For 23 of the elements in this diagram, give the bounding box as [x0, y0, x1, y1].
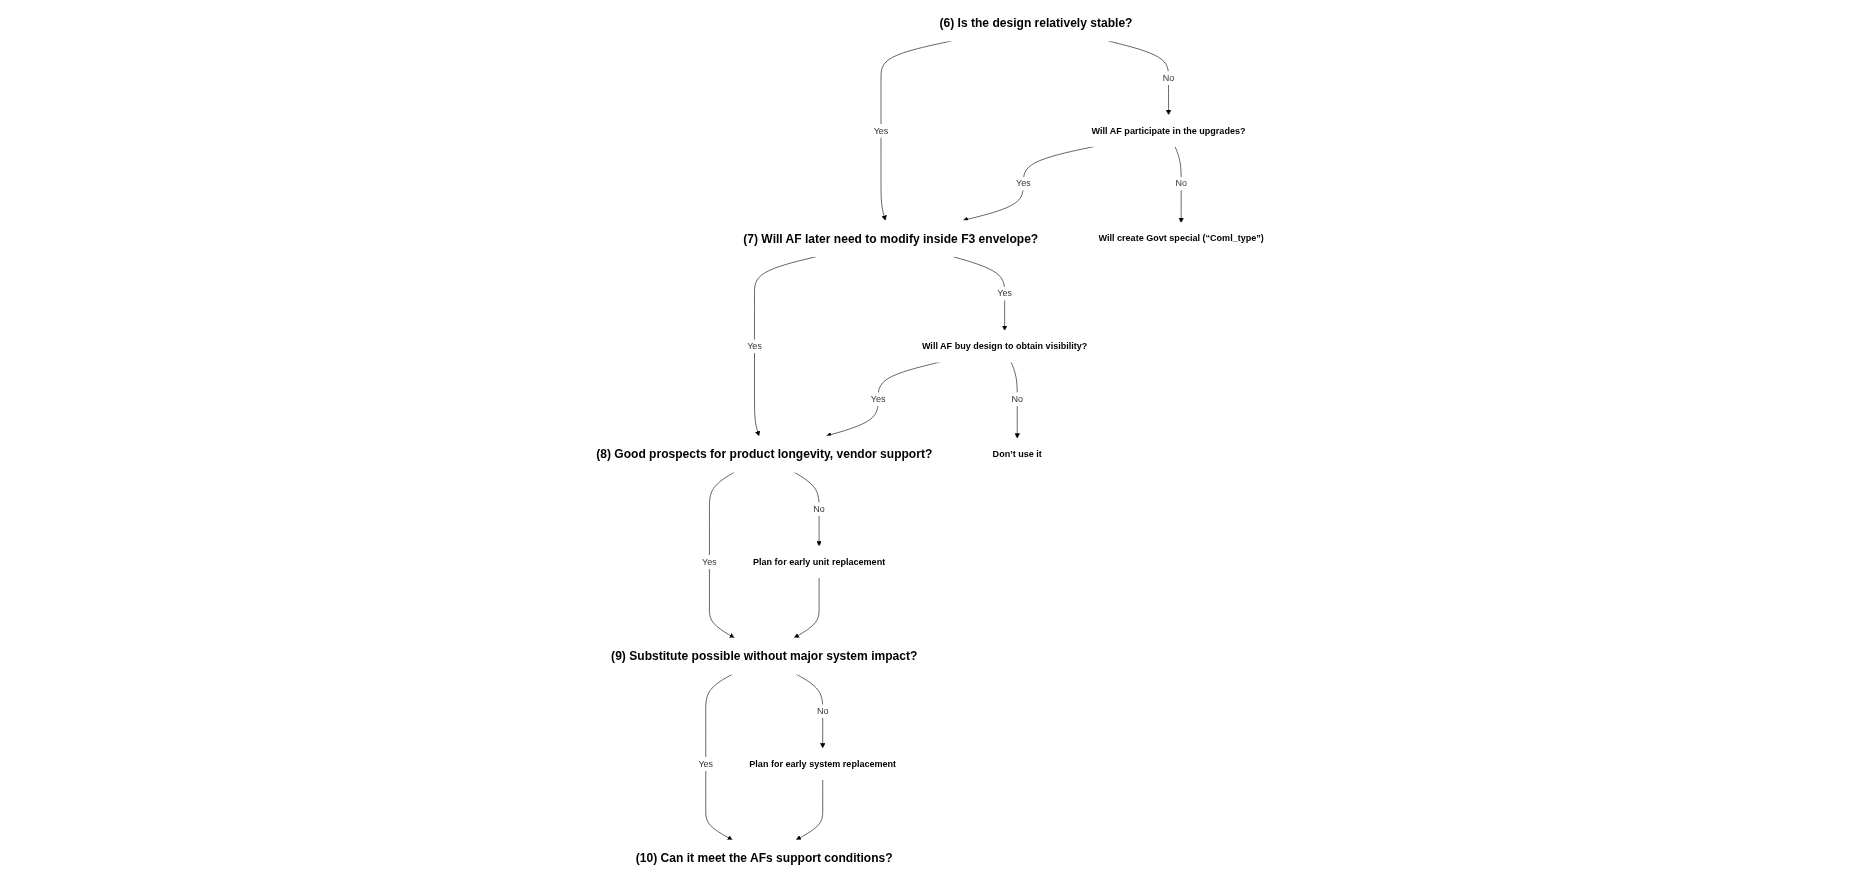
edge-label: Yes	[702, 556, 717, 567]
edge-label: No	[1162, 72, 1175, 83]
edge-label: Yes	[870, 393, 886, 404]
node-text: (7) Will AF later need to modify inside F3 envelope?	[743, 231, 1039, 246]
node-text: Plan for early unit replacement	[752, 556, 886, 567]
node-text: Plan for early system replacement	[749, 758, 897, 769]
node-text: Don’t use it	[992, 448, 1042, 459]
node-text: Will AF buy design to obtain visibility?	[921, 340, 1088, 351]
edge-label: No	[813, 503, 825, 514]
edge-label: Yes	[873, 125, 889, 136]
node-text: (9) Substitute possible without major system impact?	[611, 649, 918, 663]
node-text: Will AF participate in the upgrades?	[1091, 125, 1246, 136]
node-text: (6) Is the design relatively stable?	[939, 16, 1133, 30]
edge-label: No	[1011, 393, 1024, 404]
edge-label: Yes	[698, 758, 714, 769]
edge-label: Yes	[997, 287, 1013, 299]
edge-label: Yes	[1015, 177, 1031, 189]
node-text: (8) Good prospects for product longevity, vendor support?	[596, 447, 933, 461]
edge-label: No	[1175, 177, 1187, 189]
node-text: (10) Can it meet the AFs support conditions?	[635, 851, 893, 865]
edge-label: No	[816, 705, 829, 716]
edge-label: Yes	[747, 340, 762, 351]
node-text: Will create Govt special (“Coml_type”)	[1098, 232, 1264, 244]
